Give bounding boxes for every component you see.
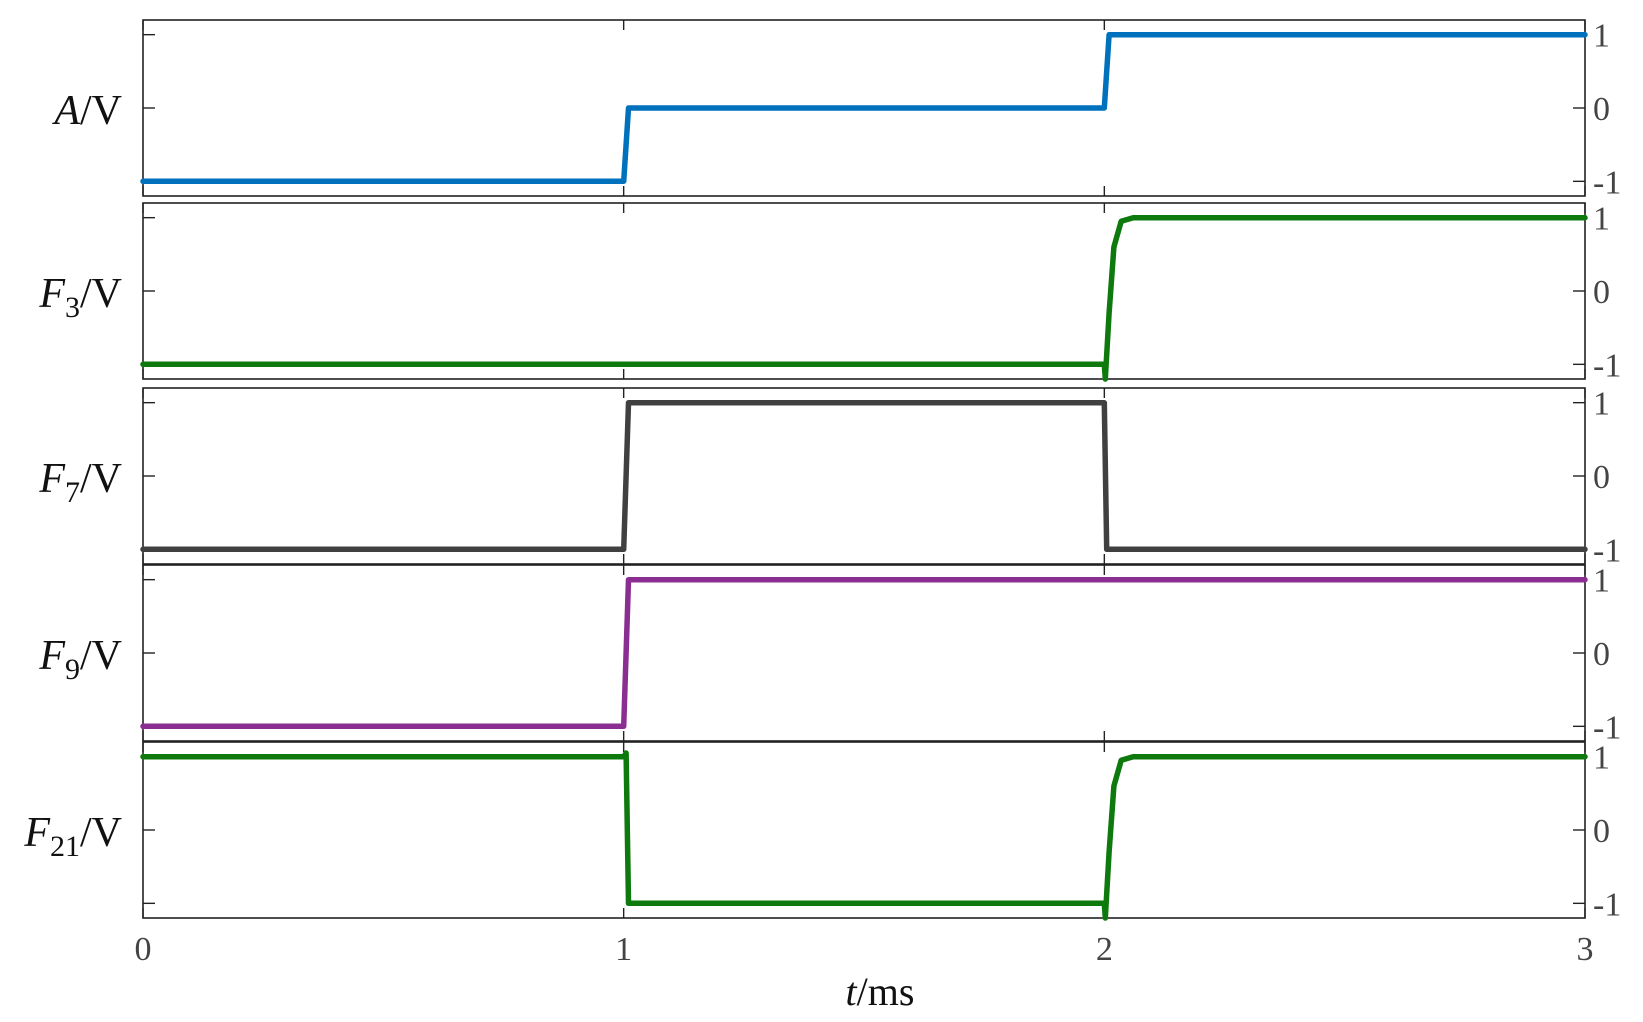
panel-frame [142, 564, 1586, 742]
x-tick-label: 0 [135, 931, 152, 968]
y-tick-label: 1 [1593, 386, 1610, 423]
panel-1: -1 0 1A/V [51, 18, 1621, 202]
panel-y-label: F21/V [23, 810, 122, 863]
panel-frame [142, 741, 1586, 919]
panel-frame [142, 387, 1586, 565]
signal-line [140, 576, 1588, 730]
panel-y-label: F9/V [38, 633, 122, 686]
panel-3: -1 0 1F7/V [38, 386, 1621, 570]
y-tick-label: -1 [1593, 532, 1621, 569]
signal-line [140, 31, 1588, 185]
x-tick-label: 1 [615, 931, 632, 968]
y-tick-label: 0 [1593, 91, 1610, 128]
panel-frame [142, 202, 1586, 380]
panel-4: -1 0 1F9/V [38, 563, 1621, 747]
x-tick-label: 3 [1577, 931, 1594, 968]
y-tick-label: -1 [1593, 164, 1621, 201]
x-axis-label: t/ms [846, 969, 915, 1014]
y-tick-label: -1 [1593, 709, 1621, 746]
y-tick-label: 1 [1593, 201, 1610, 238]
y-tick-label: 1 [1593, 563, 1610, 600]
y-tick-label: -1 [1593, 347, 1621, 384]
y-tick-label: 0 [1593, 459, 1610, 496]
y-tick-label: 0 [1593, 274, 1610, 311]
panel-y-label: F3/V [38, 271, 122, 324]
y-tick-label: 0 [1593, 636, 1610, 673]
x-axis: 0 1 2 3 [135, 931, 1594, 968]
signal-line [140, 750, 1588, 921]
panel-y-label: F7/V [38, 456, 122, 509]
panel-2: -1 0 1F3/V [38, 201, 1621, 385]
x-tick-label: 2 [1096, 931, 1113, 968]
y-tick-label: -1 [1593, 886, 1621, 923]
signal-line [140, 214, 1588, 382]
panel-y-label: A/V [51, 88, 122, 134]
signal-line [140, 399, 1588, 553]
y-tick-label: 1 [1593, 740, 1610, 777]
y-tick-label: 1 [1593, 18, 1610, 55]
y-tick-label: 0 [1593, 813, 1610, 850]
